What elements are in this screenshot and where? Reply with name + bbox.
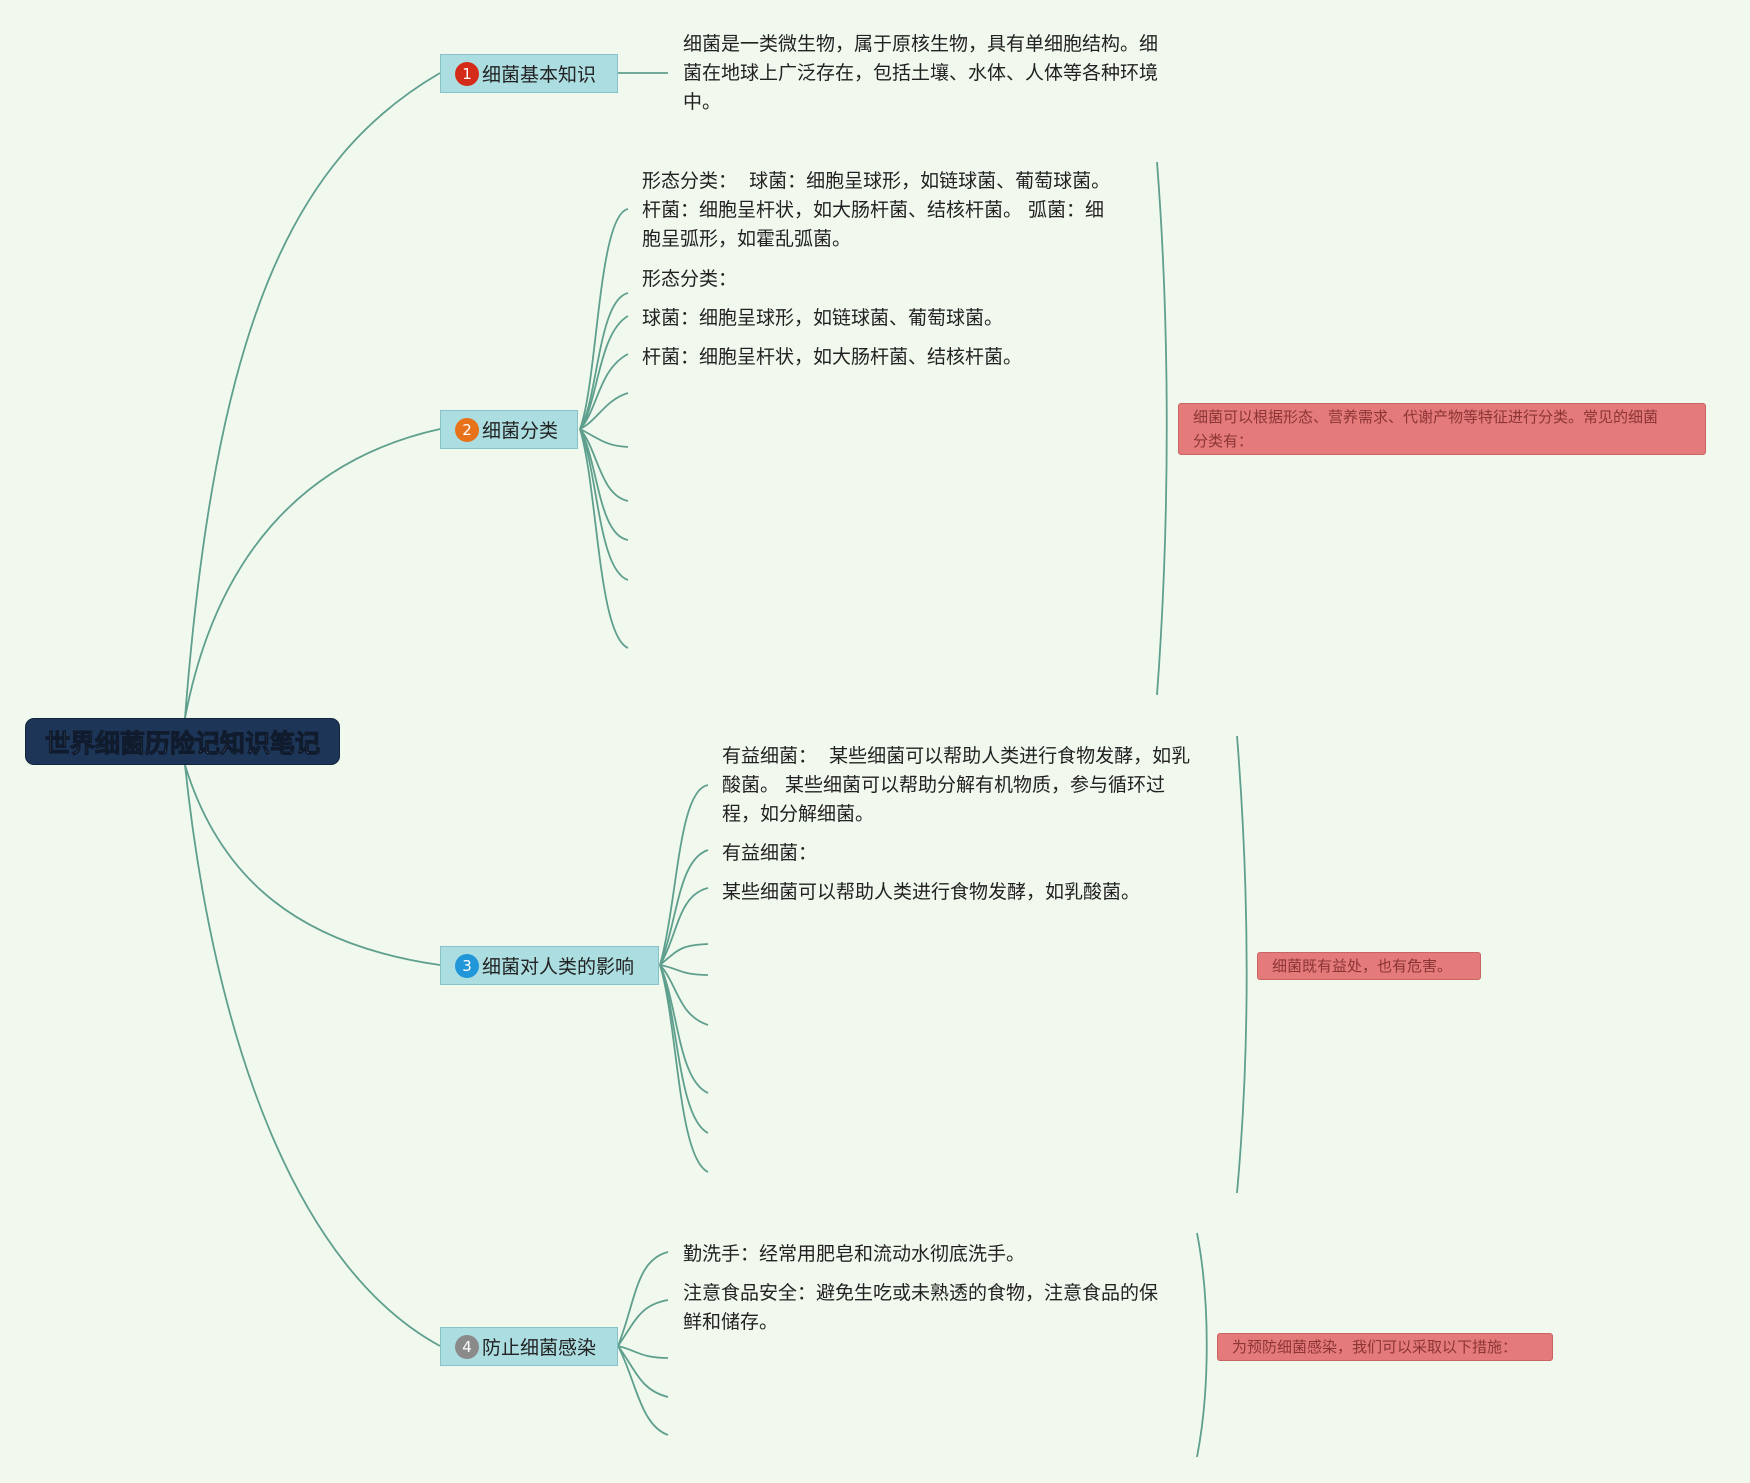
connector-topic-4-branch: [617, 1345, 669, 1398]
number-badge-icon: 3: [455, 953, 479, 978]
connector-topic-2-branch: [579, 428, 629, 502]
connector-topic-2-branch: [579, 428, 629, 448]
detail-text[interactable]: 细菌是一类微生物，属于原核生物，具有单细胞结构。细 菌在地球上广泛存在，包括土壤…: [683, 33, 1159, 113]
topic-label: 细菌分类: [482, 420, 559, 442]
detail-text[interactable]: 形态分类： 球菌：细胞呈球形，如链球菌、葡萄球菌。 杆菌：细胞呈杆状，如大肠杆菌…: [642, 170, 1111, 250]
detail-text[interactable]: 有益细菌： 某些细菌可以帮助人类进行食物发酵，如乳 酸菌。 某些细菌可以帮助分解…: [722, 745, 1191, 825]
connector-topic-2-branch: [579, 208, 629, 430]
connector-topic-2-branch: [579, 428, 629, 649]
topic-bacteria-basics[interactable]: 1 细菌基本知识: [440, 54, 618, 93]
detail-text[interactable]: 勤洗手：经常用肥皂和流动水彻底洗手。: [683, 1243, 1026, 1265]
detail-text[interactable]: 有益细菌：: [722, 842, 818, 864]
connector-topic-3-branch: [659, 964, 709, 1026]
connector-topic-4-branch: [617, 1299, 669, 1347]
connector-topic-4-branch: [617, 1251, 669, 1347]
connector-topic-3-branch: [659, 964, 709, 1094]
summary-note[interactable]: 为预防细菌感染，我们可以采取以下措施：: [1217, 1333, 1553, 1361]
summary-text: 细菌可以根据形态、营养需求、代谢产物等特征进行分类。常见的细菌 分类有：: [1193, 408, 1659, 450]
summary-bracket-topic-3: [1236, 735, 1248, 1194]
connector-topic-4-branch: [617, 1345, 669, 1359]
connector-topic-2-branch: [579, 353, 629, 430]
root-title: 世界细菌历险记知识笔记: [44, 728, 320, 758]
connector-topic-2-branch: [579, 428, 629, 581]
connector-topic-4-branch: [617, 1345, 669, 1436]
detail-text[interactable]: 形态分类：: [642, 268, 738, 290]
topic-bacteria-impact[interactable]: 3 细菌对人类的影响: [440, 946, 659, 985]
connector-root-topic-1: [184, 72, 441, 719]
number-badge-icon: 4: [455, 1334, 479, 1359]
number-badge-icon: 1: [455, 61, 479, 86]
connector-root-topic-2: [184, 428, 441, 719]
summary-note[interactable]: 细菌可以根据形态、营养需求、代谢产物等特征进行分类。常见的细菌 分类有：: [1178, 403, 1706, 455]
topic-prevent-infection[interactable]: 4 防止细菌感染: [440, 1327, 618, 1366]
connector-topic-2-branch: [579, 292, 629, 430]
number-badge-icon: 2: [455, 417, 479, 442]
detail-text[interactable]: 注意食品安全：避免生吃或未熟透的食物，注意食品的保 鲜和储存。: [683, 1282, 1159, 1333]
summary-bracket-topic-2: [1156, 161, 1168, 696]
topic-bacteria-classification[interactable]: 2 细菌分类: [440, 410, 578, 449]
detail-text[interactable]: 球菌：细胞呈球形，如链球菌、葡萄球菌。: [642, 307, 1004, 329]
connector-topic-3-branch: [659, 784, 709, 966]
summary-note[interactable]: 细菌既有益处，也有危害。: [1257, 952, 1481, 980]
connector-topic-3-branch: [659, 964, 709, 1173]
topic-label: 防止细菌感染: [482, 1337, 597, 1359]
connector-topic-3-branch: [659, 943, 709, 966]
connector-topic-3-branch: [659, 964, 709, 1134]
detail-text[interactable]: 某些细菌可以帮助人类进行食物发酵，如乳酸菌。: [722, 881, 1141, 903]
connector-topic-2-branch: [579, 428, 629, 541]
connector-topic-3-branch: [659, 887, 709, 966]
summary-text: 为预防细菌感染，我们可以采取以下措施：: [1232, 1338, 1518, 1356]
summary-text: 细菌既有益处，也有危害。: [1272, 957, 1453, 975]
topic-label: 细菌基本知识: [482, 64, 597, 86]
detail-text[interactable]: 杆菌：细胞呈杆状，如大肠杆菌、结核杆菌。: [642, 346, 1023, 368]
connector-root-topic-4: [184, 764, 441, 1347]
connector-topic-2-branch: [579, 392, 629, 430]
connector-root-topic-3: [184, 764, 441, 966]
summary-bracket-topic-4: [1196, 1232, 1208, 1458]
topic-label: 细菌对人类的影响: [482, 956, 635, 978]
connector-topic-3-branch: [659, 849, 709, 966]
root-topic[interactable]: 世界细菌历险记知识笔记: [25, 718, 340, 765]
connector-topic-3-branch: [659, 964, 709, 976]
connector-topic-2-branch: [579, 315, 629, 430]
